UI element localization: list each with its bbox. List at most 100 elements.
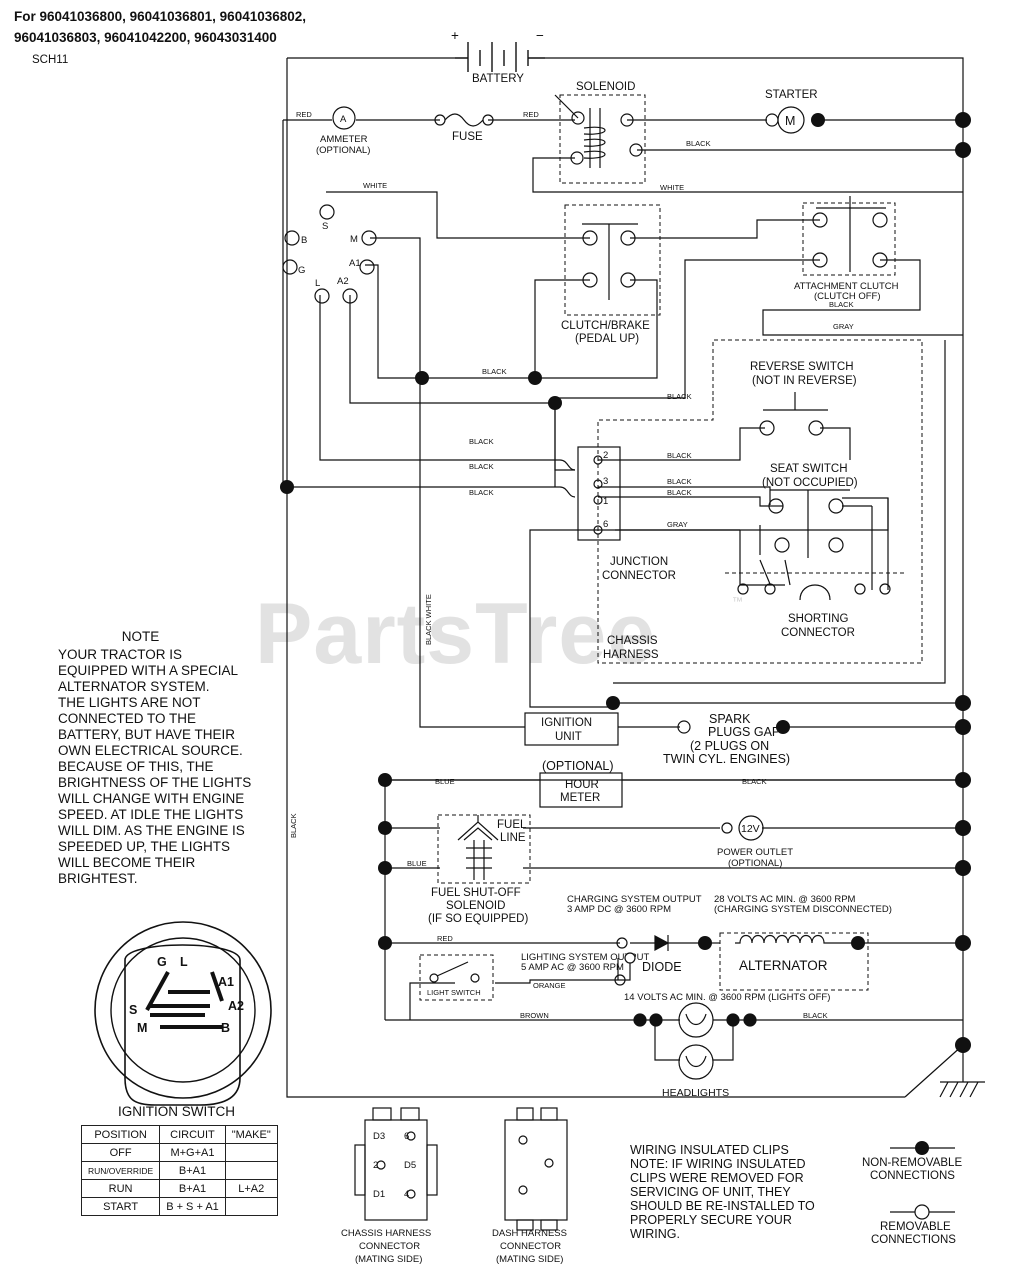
- spark-plugs-3: (2 PLUGS ON: [690, 739, 769, 753]
- terminal-g: G: [298, 265, 305, 276]
- spark-plugs-4: TWIN CYL. ENGINES): [663, 752, 790, 766]
- alternator-label: ALTERNATOR: [739, 958, 828, 973]
- non-removable-dots: [280, 112, 971, 1155]
- wire-gray-2: GRAY: [667, 520, 688, 529]
- headlights-label: HEADLIGHTS: [662, 1087, 729, 1099]
- wire-white-2: WHITE: [363, 181, 387, 190]
- note-body: YOUR TRACTOR IS EQUIPPED WITH A SPECIAL …: [58, 647, 252, 886]
- model-line-1: For 96041036800, 96041036801, 9604103680…: [14, 9, 307, 24]
- chassis-pin-2: 2: [373, 1160, 378, 1171]
- table-cell: B + S + A1: [159, 1197, 226, 1216]
- wire-black-1: BLACK: [686, 139, 711, 148]
- fuse-symbol: [434, 113, 494, 127]
- clutch-brake-label: CLUTCH/BRAKE: [561, 320, 650, 332]
- wire-blue-2: BLUE: [407, 859, 427, 868]
- fuel-solenoid-3: (IF SO EQUIPPED): [428, 913, 528, 925]
- hour-meter-optional: (OPTIONAL): [542, 759, 614, 773]
- battery-symbol: [455, 42, 545, 72]
- lighting-output-2: 5 AMP AC @ 3600 RPM: [521, 962, 624, 973]
- watermark-tm: ™: [732, 596, 743, 608]
- wire-black-9: BLACK: [667, 477, 692, 486]
- reverse-switch-label: REVERSE SWITCH: [750, 361, 854, 373]
- chassis-harness-connector-symbol: [354, 1107, 438, 1221]
- legend-open-dot: [914, 1204, 930, 1220]
- schematic-id: SCH11: [32, 54, 69, 66]
- dash-conn-1: DASH HARNESS: [492, 1228, 567, 1239]
- shorting-connector-label-2: CONNECTOR: [781, 627, 855, 639]
- spark-plugs-1: SPARK: [709, 712, 751, 726]
- table-header: POSITION: [80, 1125, 161, 1144]
- ammeter-optional-label: (OPTIONAL): [316, 145, 370, 156]
- legend-nonremovable-2: CONNECTIONS: [870, 1170, 955, 1182]
- attachment-clutch-switch: [812, 196, 888, 272]
- ign-letter-s: S: [129, 1003, 137, 1017]
- terminal-b: B: [301, 235, 307, 246]
- terminal-m: M: [350, 234, 358, 245]
- ignition-unit-label-2: UNIT: [555, 731, 582, 743]
- ign-letter-g: G: [157, 955, 167, 969]
- chassis-pin-6: 6: [404, 1131, 409, 1142]
- power-outlet-sub: (OPTIONAL): [728, 858, 782, 869]
- table-cell: RUN: [80, 1179, 161, 1198]
- battery-minus-label: −: [536, 28, 544, 43]
- light-switch-label: LIGHT SWITCH: [427, 988, 481, 997]
- chassis-pin-d5: D5: [404, 1160, 416, 1171]
- diode: [616, 934, 670, 952]
- wire-orange: ORANGE: [533, 981, 566, 990]
- attachment-clutch-label: ATTACHMENT CLUTCH: [794, 281, 899, 292]
- watermark: PartsTree: [255, 586, 657, 682]
- starter-motor-symbol: [765, 106, 805, 134]
- headlights: [633, 1002, 757, 1080]
- wire-brown: BROWN: [520, 1011, 549, 1020]
- power-outlet: [721, 815, 764, 841]
- table-row: START B + S + A1: [80, 1197, 278, 1216]
- junction-connector-label: JUNCTION: [610, 556, 668, 568]
- clutch-brake-switch: [582, 223, 638, 300]
- chassis-harness-label: CHASSIS: [607, 635, 658, 647]
- note-title: NOTE: [121, 629, 160, 644]
- starter-label: STARTER: [765, 89, 818, 101]
- reverse-switch-sub: (NOT IN REVERSE): [752, 375, 857, 387]
- wire-red-2: RED: [523, 110, 539, 119]
- volts-28-1: 28 VOLTS AC MIN. @ 3600 RPM: [714, 894, 856, 905]
- power-outlet-12v: 12V: [741, 823, 760, 835]
- legend-nonremovable-1: NON-REMOVABLE: [862, 1157, 962, 1169]
- ign-letter-a1: A1: [218, 975, 234, 989]
- table-header-row: POSITION CIRCUIT "MAKE": [80, 1125, 278, 1144]
- reverse-switch: [759, 392, 828, 436]
- dash-conn-3: (MATING SIDE): [496, 1254, 563, 1265]
- junction-pin-1: 1: [603, 496, 608, 507]
- diode-label: DIODE: [642, 960, 682, 974]
- wire-gray-1: GRAY: [833, 322, 854, 331]
- ign-letter-a2: A2: [228, 999, 244, 1013]
- wire-black-12: BLACK: [803, 1011, 828, 1020]
- fuel-solenoid: [457, 815, 499, 880]
- wire-red-3: RED: [437, 934, 453, 943]
- wire-black-10: BLACK: [667, 488, 692, 497]
- junction-connector: [577, 446, 621, 541]
- table-cell: OFF: [80, 1143, 161, 1162]
- wire-black-4: BLACK: [667, 392, 692, 401]
- wire-black-5: BLACK: [469, 437, 494, 446]
- terminal-a2: A2: [337, 276, 349, 287]
- table-cell: [224, 1197, 278, 1216]
- charging-output-1: CHARGING SYSTEM OUTPUT: [567, 894, 702, 905]
- solenoid-symbol: [570, 108, 643, 168]
- ammeter-a-label: A: [340, 114, 347, 125]
- table-header: CIRCUIT: [159, 1125, 226, 1144]
- ign-letter-m: M: [137, 1021, 147, 1035]
- dash-conn-2: CONNECTOR: [500, 1241, 561, 1252]
- dashed-boxes: [419, 94, 923, 1001]
- junction-pin-3: 3: [603, 476, 608, 487]
- wires: [283, 58, 964, 1098]
- terminal-a1: A1: [349, 258, 361, 269]
- ignition-switch-symbol: [94, 921, 272, 1106]
- chassis-conn-1: CHASSIS HARNESS: [341, 1228, 431, 1239]
- wire-white-1: WHITE: [660, 183, 684, 192]
- chassis-pin-d1: D1: [373, 1189, 385, 1200]
- ignition-unit-box: [524, 712, 691, 746]
- legend-removable-1: REMOVABLE: [880, 1221, 951, 1233]
- ign-letter-b: B: [221, 1021, 230, 1035]
- dash-harness-connector-symbol: [504, 1107, 568, 1231]
